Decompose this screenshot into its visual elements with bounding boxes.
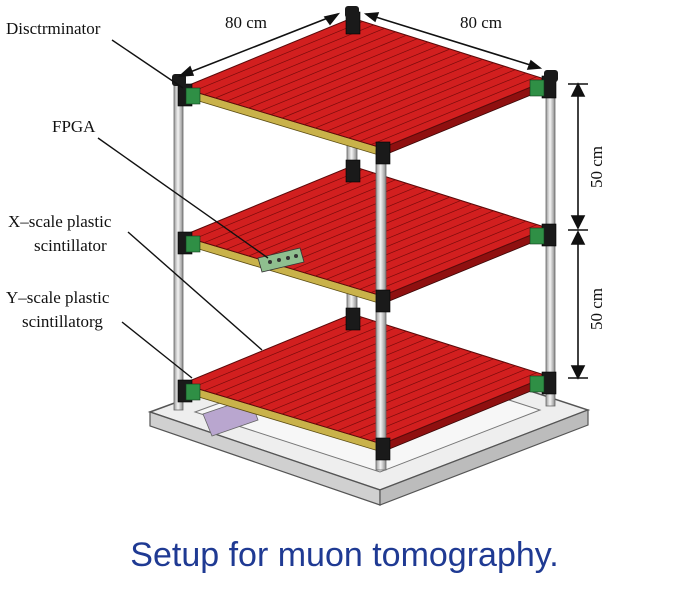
dimension-width-left: 80 cm	[225, 13, 267, 32]
strip-line	[259, 189, 429, 260]
strip-line	[370, 372, 538, 441]
arrowhead	[570, 82, 586, 97]
dimension-height-lower: 50 cm	[587, 288, 606, 330]
strip-line	[281, 344, 451, 415]
discriminator-board	[529, 227, 545, 245]
corner-bracket	[375, 289, 391, 313]
dimension-arrows	[177, 12, 588, 380]
strip-line	[215, 28, 385, 99]
corner-bracket	[345, 307, 361, 331]
strip-line	[204, 320, 374, 391]
strip-line	[259, 337, 429, 408]
strip-line	[281, 196, 451, 267]
leader-lines	[97, 39, 269, 379]
fpga-board	[257, 247, 305, 273]
scintillator-plane-bottom	[180, 313, 550, 453]
dimension-height-upper: 50 cm	[587, 146, 606, 188]
strip-line	[215, 324, 385, 395]
arrowhead	[177, 65, 195, 77]
corner-bracket	[375, 141, 391, 165]
width-arrow-left	[179, 13, 339, 77]
strip-line	[337, 213, 505, 283]
strip-line	[292, 52, 462, 122]
strip-line	[259, 41, 429, 112]
strip-line	[337, 361, 505, 431]
strip-line	[348, 69, 516, 139]
leader-discriminator	[111, 39, 184, 89]
strip-line	[359, 220, 527, 290]
strip-line	[248, 186, 418, 257]
discriminator-board	[529, 375, 545, 393]
label-fpga: FPGA	[52, 117, 96, 136]
label-y-scale-line1: Y–scale plastic	[6, 288, 110, 307]
label-x-scale-line2: scintillator	[34, 236, 107, 255]
arrowhead	[323, 12, 341, 26]
strip-line	[248, 334, 418, 405]
discriminator-board	[185, 235, 201, 253]
strip-line	[326, 210, 494, 280]
scintillator-planes	[180, 17, 550, 453]
strip-line	[226, 327, 396, 398]
strip-line	[204, 172, 374, 243]
strip-line	[270, 45, 440, 115]
strip-line	[237, 34, 407, 105]
strip-line	[192, 21, 364, 92]
arrowhead	[570, 215, 586, 230]
strip-line	[304, 203, 472, 273]
strip-line	[370, 76, 538, 145]
strip-line	[326, 358, 494, 428]
pole-cap	[345, 6, 359, 18]
scintillator-face	[180, 165, 550, 297]
strip-line	[204, 24, 374, 95]
strip-line	[315, 59, 483, 129]
strip-line	[315, 355, 483, 425]
corner-bracket	[177, 231, 201, 255]
arrowhead	[570, 365, 586, 380]
strip-line	[192, 317, 364, 388]
width-arrow-right	[365, 13, 541, 69]
strip-line	[281, 48, 451, 119]
corner-bracket	[177, 83, 201, 107]
strip-line	[270, 341, 440, 411]
scintillator-face	[180, 17, 550, 149]
strip-line	[337, 65, 505, 135]
label-discriminator: Disctrminator	[6, 19, 101, 38]
arrowhead	[363, 12, 380, 23]
strip-line	[304, 55, 472, 125]
strip-line	[370, 224, 538, 293]
corner-bracket	[375, 437, 391, 461]
label-y-scale-line2: scintillatorg	[22, 312, 103, 331]
figure-caption: Setup for muon tomography.	[130, 536, 559, 574]
leader-x-scale	[127, 231, 263, 351]
arrowhead	[570, 230, 586, 245]
arrowhead	[526, 59, 543, 70]
discriminator-board	[529, 79, 545, 97]
corner-bracket	[529, 223, 557, 247]
strip-line	[192, 169, 364, 240]
label-x-scale-line1: X–scale plastic	[8, 212, 112, 231]
strip-line	[359, 368, 527, 438]
strip-line	[315, 207, 483, 277]
dimension-width-right: 80 cm	[460, 13, 502, 32]
leader-fpga	[97, 137, 269, 259]
scintillator-plane-middle	[180, 165, 550, 305]
strip-line	[359, 72, 527, 142]
strip-line	[215, 176, 385, 247]
strip-line	[304, 351, 472, 421]
strip-line	[326, 62, 494, 132]
strip-line	[226, 31, 396, 102]
discriminator-board	[185, 87, 201, 105]
pole-cap	[544, 70, 558, 82]
corner-bracket	[177, 379, 201, 403]
leader-y-scale	[121, 321, 193, 379]
corner-bracket	[529, 371, 557, 395]
discriminator-board	[185, 383, 201, 401]
scintillator-plane-top	[180, 17, 550, 157]
strip-line	[226, 179, 396, 250]
corner-bracket	[345, 159, 361, 183]
strip-line	[248, 38, 418, 109]
